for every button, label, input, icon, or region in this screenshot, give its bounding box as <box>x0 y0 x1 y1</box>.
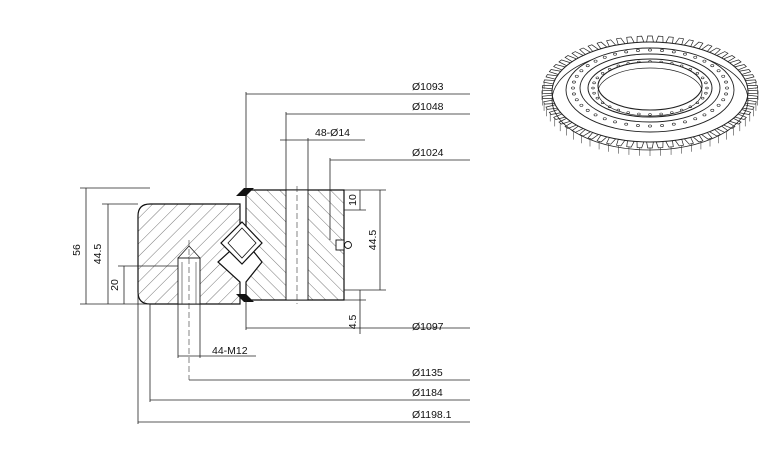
gear-ring-perspective <box>541 35 759 156</box>
bolt-hole <box>716 103 721 107</box>
bolt-hole <box>572 92 576 96</box>
dim-d1184: Ø1184 <box>412 387 443 399</box>
bolt-hole <box>600 71 605 75</box>
bolt-hole <box>683 52 687 56</box>
dim-d1024: Ø1024 <box>412 147 444 159</box>
dim-h10: 10 <box>347 194 359 206</box>
bolt-hole <box>721 98 726 102</box>
bolt-hole <box>636 49 640 52</box>
bolt-hole <box>574 98 579 102</box>
bolt-hole <box>671 50 676 54</box>
bolt-hole <box>710 64 715 68</box>
dim-h20: 20 <box>109 279 121 291</box>
bolt-hole <box>593 113 598 117</box>
bolt-hole <box>579 69 584 73</box>
bolt-hole <box>613 120 617 124</box>
gear-tooth <box>655 35 664 43</box>
dim-d1093: Ø1093 <box>412 81 444 93</box>
bolt-hole <box>724 80 728 84</box>
bolt-hole <box>626 111 630 114</box>
dim-h56: 56 <box>71 244 83 256</box>
bolt-hole <box>592 81 596 85</box>
gear-tooth <box>646 35 654 43</box>
bolt-hole <box>624 122 629 126</box>
bolt-hole <box>613 52 617 56</box>
bolt-hole <box>659 112 663 116</box>
bolt-hole <box>693 55 698 59</box>
bolt-hole <box>671 122 676 126</box>
bolt-hole <box>624 50 629 54</box>
bolt-hole <box>670 111 674 114</box>
dim-d1097: Ø1097 <box>412 321 444 333</box>
bolt-hole <box>660 49 664 52</box>
bolt-holes-inner <box>591 60 709 116</box>
gear-tooth <box>541 94 554 100</box>
gear-teeth <box>541 35 759 156</box>
bolt-hole <box>595 96 600 100</box>
bolt-hole <box>725 86 729 90</box>
gear-tooth <box>636 141 645 149</box>
bolt-hole <box>704 81 708 85</box>
bolt-hole <box>648 124 652 128</box>
bottom-seal <box>236 294 254 302</box>
cross-section <box>137 186 352 380</box>
gear-tooth <box>747 89 759 95</box>
bolt-hole <box>660 124 664 127</box>
bolt-hole <box>716 69 721 73</box>
dimension-labels: Ø1093 Ø1048 48-Ø14 Ø1024 Ø1097 44-M12 Ø1… <box>71 81 452 421</box>
dim-h44-5-right: 44.5 <box>367 230 379 251</box>
dim-d1135: Ø1135 <box>412 367 443 379</box>
bolt-holes-outer <box>571 48 729 128</box>
dim-holes-bottom: 44-M12 <box>212 345 248 357</box>
bolt-hole <box>648 48 652 52</box>
dim-holes-top: 48-Ø14 <box>315 127 350 139</box>
dimension-lines <box>80 92 470 424</box>
bolt-hole <box>683 120 687 124</box>
bolt-hole <box>585 64 590 68</box>
bolt-hole <box>602 55 607 59</box>
dim-d1198: Ø1198.1 <box>412 409 452 421</box>
top-seal <box>236 188 254 196</box>
bolt-hole <box>571 86 575 90</box>
bolt-hole <box>595 76 600 80</box>
bolt-hole <box>705 86 709 90</box>
bolt-hole <box>702 59 707 63</box>
grease-nipple <box>335 239 352 251</box>
bolt-hole <box>710 108 715 112</box>
bolt-hole <box>572 80 576 84</box>
bolt-hole <box>637 112 641 116</box>
bolt-hole <box>724 92 728 96</box>
bolt-hole <box>721 74 726 78</box>
bolt-hole <box>585 108 590 112</box>
bolt-hole <box>702 113 707 117</box>
gear-tooth <box>655 141 664 149</box>
bolt-hole <box>579 103 584 107</box>
crossed-roller <box>220 221 263 265</box>
dim-d1048: Ø1048 <box>412 101 444 113</box>
bolt-hole <box>574 74 579 78</box>
gear-tooth <box>636 35 645 43</box>
bolt-hole <box>593 59 598 63</box>
bolt-hole <box>704 91 708 95</box>
bolt-hole <box>591 86 595 90</box>
bolt-hole <box>695 71 700 75</box>
gear-tooth <box>746 94 759 100</box>
bolt-hole <box>592 91 596 95</box>
bolt-hole <box>648 113 652 116</box>
gear-tooth <box>541 89 553 95</box>
bolt-hole <box>700 96 705 100</box>
gear-tooth <box>646 141 654 149</box>
bolt-hole <box>700 76 705 80</box>
bolt-hole <box>602 117 607 121</box>
bolt-hole <box>636 124 640 127</box>
dim-h4-5: 4.5 <box>347 315 359 330</box>
dim-h44-5-left: 44.5 <box>92 244 104 265</box>
bolt-hole <box>693 117 698 121</box>
